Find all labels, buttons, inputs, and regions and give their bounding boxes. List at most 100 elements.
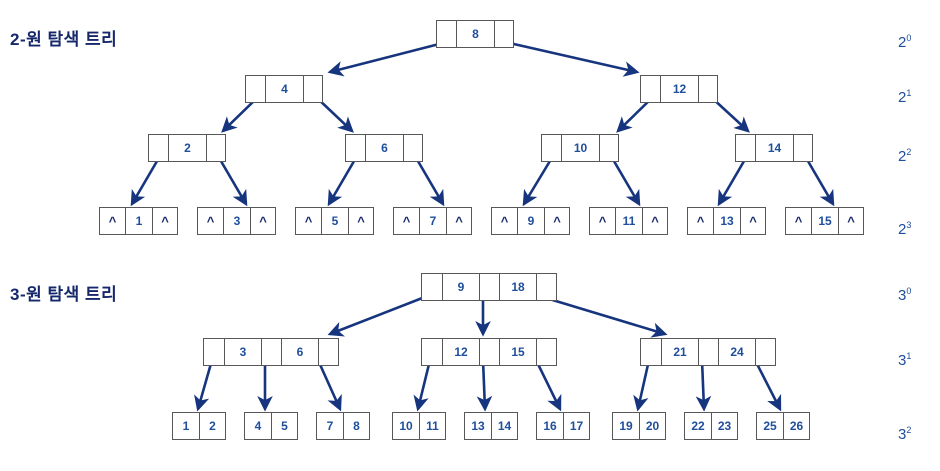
node-key: 6 xyxy=(281,339,318,365)
node-null-pointer-right: ^ xyxy=(838,208,863,234)
tree-node-n12: 12 xyxy=(640,75,718,103)
tree-node-n14: 14 xyxy=(735,134,813,162)
tree-node-n2: 2 xyxy=(148,134,226,162)
node-pointer-right xyxy=(793,135,812,161)
node-pointer-1 xyxy=(479,339,499,365)
node-pointer-left xyxy=(736,135,755,161)
node-key: 11 xyxy=(419,413,445,439)
level-label-exponent: 2 xyxy=(906,147,912,157)
node-key: 12 xyxy=(660,76,698,102)
node-key: 12 xyxy=(442,339,479,365)
section-title-three-way: 3-원 탐색 트리 xyxy=(10,285,118,304)
node-key: 16 xyxy=(543,419,557,433)
node-key: 13 xyxy=(713,208,740,234)
node-pointer-left xyxy=(641,76,660,102)
node-key: 3 xyxy=(224,339,261,365)
level-label-exponent: 2 xyxy=(906,425,912,435)
node-pointer-right xyxy=(303,76,322,102)
tree-node-l7: ^7^ xyxy=(393,207,472,235)
node-key: 24 xyxy=(718,339,755,365)
node-pointer-0 xyxy=(204,339,224,365)
node-key: 17 xyxy=(563,413,589,439)
node-pointer-right xyxy=(698,76,717,102)
node-pointer-left xyxy=(246,76,265,102)
tree-edge-arrow xyxy=(316,359,342,412)
node-null-pointer-left: ^ xyxy=(794,213,803,229)
node-pointer-1 xyxy=(479,274,499,300)
tree-node-n6: 6 xyxy=(345,134,423,162)
node-pointer-last xyxy=(318,339,338,365)
tree-edge-arrow xyxy=(413,155,445,207)
node-key: 1 xyxy=(125,208,152,234)
tree-edge-arrow xyxy=(216,155,248,207)
node-pointer-left xyxy=(149,135,168,161)
node-key: 13 xyxy=(471,419,485,433)
tree-edge-arrow xyxy=(609,155,641,207)
tree-edge-arrow xyxy=(803,155,835,207)
node-pointer-last xyxy=(536,339,556,365)
tree-node-m12: 12 15 xyxy=(421,338,557,366)
node-key: 26 xyxy=(783,413,809,439)
tree-node-l9: ^9^ xyxy=(491,207,570,235)
tree-edge-arrow xyxy=(695,359,712,412)
tree-node-q25: 25 26 xyxy=(756,412,810,440)
tree-node-l13: ^13^ xyxy=(687,207,766,235)
node-key: 7 xyxy=(326,419,334,433)
node-null-pointer-left: ^ xyxy=(108,213,117,229)
tree-node-l1: ^1^ xyxy=(99,207,178,235)
node-null-pointer-left: ^ xyxy=(304,213,313,229)
node-key: 14 xyxy=(755,135,793,161)
node-null-pointer-right: ^ xyxy=(642,208,667,234)
tree-node-l15: ^15^ xyxy=(785,207,864,235)
node-null-pointer-left: ^ xyxy=(206,213,215,229)
node-key: 2 xyxy=(168,135,206,161)
node-pointer-left xyxy=(437,21,456,47)
node-key: 2 xyxy=(199,413,225,439)
node-key: 19 xyxy=(619,419,633,433)
level-label-exponent: 0 xyxy=(906,286,912,296)
tree-edge-arrow xyxy=(327,293,431,337)
tree-node-n8: 8 xyxy=(436,20,514,48)
node-pointer-1 xyxy=(261,339,281,365)
two-way-level-label-2: 22 xyxy=(898,147,912,165)
node-key: 15 xyxy=(499,339,536,365)
node-key: 5 xyxy=(271,413,297,439)
tree-edge-arrow xyxy=(194,359,214,412)
node-key: 22 xyxy=(691,419,705,433)
tree-edge-arrow xyxy=(327,40,448,77)
node-key: 4 xyxy=(254,419,262,433)
node-key: 14 xyxy=(491,413,517,439)
tree-edge-arrow xyxy=(476,359,493,412)
node-key: 5 xyxy=(321,208,348,234)
tree-edge-arrow xyxy=(327,155,359,207)
node-key: 18 xyxy=(499,274,536,300)
node-key: 4 xyxy=(265,76,303,102)
node-key: 1 xyxy=(182,419,190,433)
node-pointer-0 xyxy=(422,339,442,365)
node-key: 3 xyxy=(223,208,250,234)
node-null-pointer-right: ^ xyxy=(544,208,569,234)
node-key: 10 xyxy=(561,135,599,161)
node-null-pointer-right: ^ xyxy=(250,208,275,234)
node-null-pointer-left: ^ xyxy=(696,213,705,229)
node-key: 25 xyxy=(763,419,777,433)
three-way-level-label-2: 32 xyxy=(898,425,912,443)
tree-node-l5: ^5^ xyxy=(295,207,374,235)
node-pointer-right xyxy=(403,135,422,161)
node-null-pointer-left: ^ xyxy=(598,213,607,229)
tree-edge-arrow xyxy=(717,155,749,207)
node-key: 11 xyxy=(615,208,642,234)
three-way-level-label-1: 31 xyxy=(898,351,912,369)
level-label-exponent: 1 xyxy=(906,88,912,98)
level-label-exponent: 1 xyxy=(906,351,912,361)
tree-node-q13: 13 14 xyxy=(464,412,518,440)
node-key: 15 xyxy=(811,208,838,234)
